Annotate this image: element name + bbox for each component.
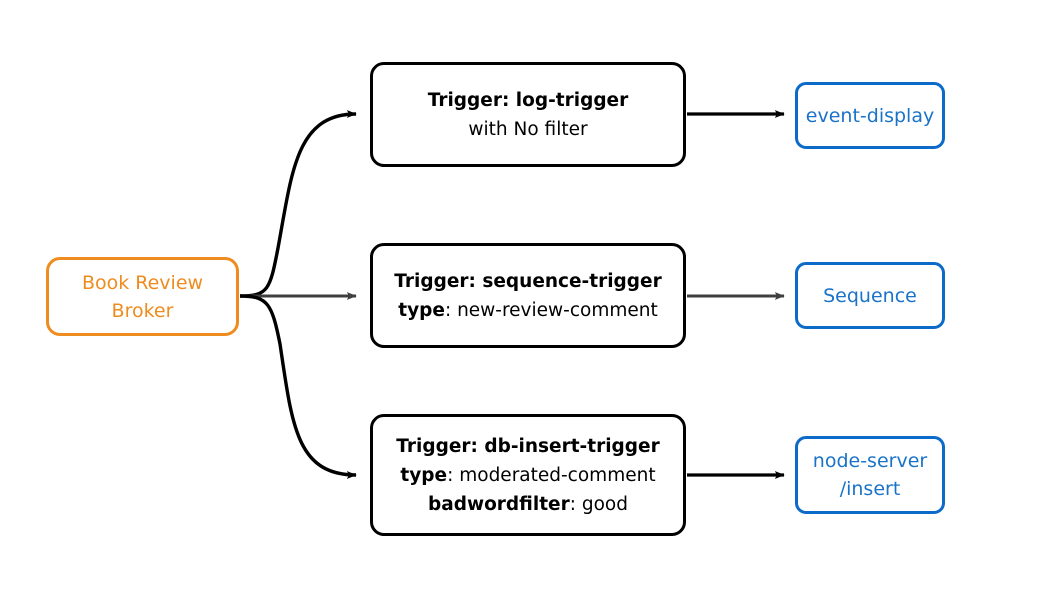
broker-label-line-1: Book Review [81,271,204,294]
trigger-3-line-3-rest: : good [569,493,628,515]
trigger-3-line-3: badwordfilter: good [428,490,628,519]
trigger-2-line-2-rest: : new-review-comment [444,299,658,321]
trigger-3-line-2: type: moderated-comment [400,461,655,490]
node-event-display[interactable]: event-display [795,82,945,149]
node-trigger-sequence-trigger[interactable]: Trigger: sequence-trigger type: new-revi… [370,243,686,348]
trigger-3-line-3-bold: badwordfilter [428,493,570,515]
trigger-2-line-2-bold: type [398,299,445,321]
node-trigger-log-trigger[interactable]: Trigger: log-trigger with No filter [370,62,686,167]
trigger-1-line-1: Trigger: log-trigger [428,86,628,115]
destination-3-line-2: /insert [839,478,901,500]
trigger-1-line-2-rest: with No filter [468,118,588,140]
trigger-2-line-1: Trigger: sequence-trigger [394,267,661,296]
trigger-3-line-1-bold: Trigger: db-insert-trigger [396,435,660,457]
trigger-1-line-2: with No filter [468,115,587,144]
node-node-server-insert[interactable]: node-server /insert [795,436,945,514]
destination-1-line-1: event-display [805,104,935,127]
trigger-3-line-2-bold: type [400,464,448,486]
node-book-review-broker[interactable]: Book Review Broker [46,257,239,336]
edge-broker-to-db-insert-trigger [239,294,357,479]
destination-2-line-1: Sequence [823,284,917,307]
broker-label-line-2: Broker [111,299,174,322]
trigger-3-line-2-rest: : moderated-comment [447,464,656,486]
trigger-1-line-1-bold: Trigger: log-trigger [427,89,629,111]
trigger-2-line-1-bold: Trigger: sequence-trigger [394,270,662,292]
destination-3-line-1: node-server [812,450,928,472]
edge-broker-to-log-trigger [239,110,357,298]
node-trigger-db-insert-trigger[interactable]: Trigger: db-insert-trigger type: moderat… [370,414,686,536]
trigger-2-line-2: type: new-review-comment [398,296,657,325]
trigger-3-line-1: Trigger: db-insert-trigger [396,432,659,461]
node-sequence[interactable]: Sequence [795,262,945,329]
